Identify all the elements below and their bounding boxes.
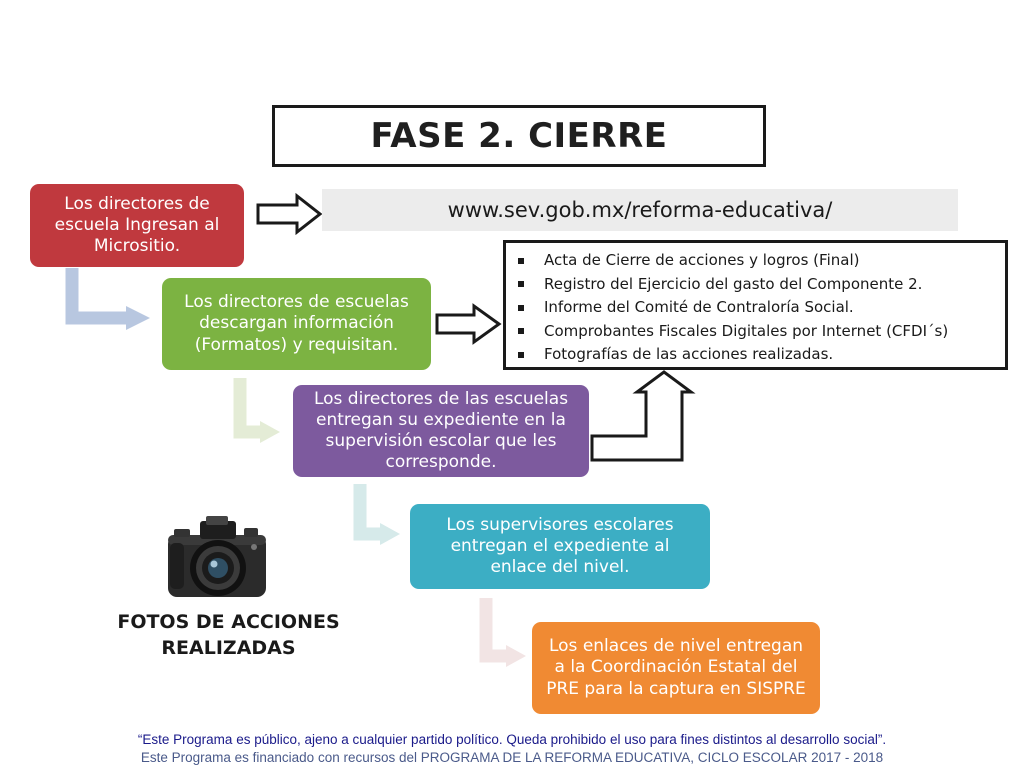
step-3-box: Los directores de las escuelas entregan … (293, 385, 589, 477)
bullet-icon (518, 328, 524, 335)
arrow-step3-up (590, 370, 696, 462)
requirement-item: Acta de Cierre de acciones y logros (Fin… (516, 249, 999, 273)
elbow-arrowhead-4 (506, 645, 526, 667)
requirement-item: Fotografías de las acciones realizadas. (516, 343, 999, 367)
elbow-arrowhead-1 (126, 306, 150, 330)
requirements-box: Acta de Cierre de acciones y logros (Fin… (503, 240, 1008, 370)
elbow-arrowhead-2 (260, 421, 280, 443)
photos-label: FOTOS DE ACCIONES REALIZADAS (117, 611, 340, 659)
elbow-connector-4 (479, 598, 508, 663)
bullet-icon (518, 351, 524, 358)
footer-funding: Este Programa es financiado con recursos… (140, 750, 884, 765)
requirement-item: Registro del Ejercicio del gasto del Com… (516, 273, 999, 297)
requirement-item: Comprobantes Fiscales Digitales por Inte… (516, 320, 999, 344)
bullet-icon (518, 304, 524, 311)
elbow-connector-3 (353, 484, 382, 541)
phase-title: FASE 2. CIERRE (370, 116, 668, 156)
arrow-to-url (256, 192, 323, 236)
step-4-box: Los supervisores escolares entregan el e… (410, 504, 710, 589)
step-5-box: Los enlaces de nivel entregan a la Coord… (532, 622, 820, 714)
arrow-to-requirements (435, 303, 502, 345)
camera-icon (168, 516, 266, 597)
url-text[interactable]: www.sev.gob.mx/reforma-educativa/ (447, 198, 833, 222)
elbow-connector-2 (233, 378, 262, 439)
step-2-box: Los directores de escuelas descargan inf… (162, 278, 431, 370)
footer-disclaimer: “Este Programa es público, ajeno a cualq… (137, 732, 887, 747)
requirement-item: Informe del Comité de Contraloría Social… (516, 296, 999, 320)
step-1-box: Los directores de escuela Ingresan al Mi… (30, 184, 244, 267)
url-box[interactable]: www.sev.gob.mx/reforma-educativa/ (322, 189, 958, 231)
bullet-icon (518, 257, 524, 264)
elbow-connector-1 (65, 268, 128, 325)
elbow-arrowhead-3 (380, 523, 400, 545)
phase-title-box: FASE 2. CIERRE (272, 105, 766, 167)
requirements-list: Acta de Cierre de acciones y logros (Fin… (516, 249, 999, 367)
bullet-icon (518, 281, 524, 288)
